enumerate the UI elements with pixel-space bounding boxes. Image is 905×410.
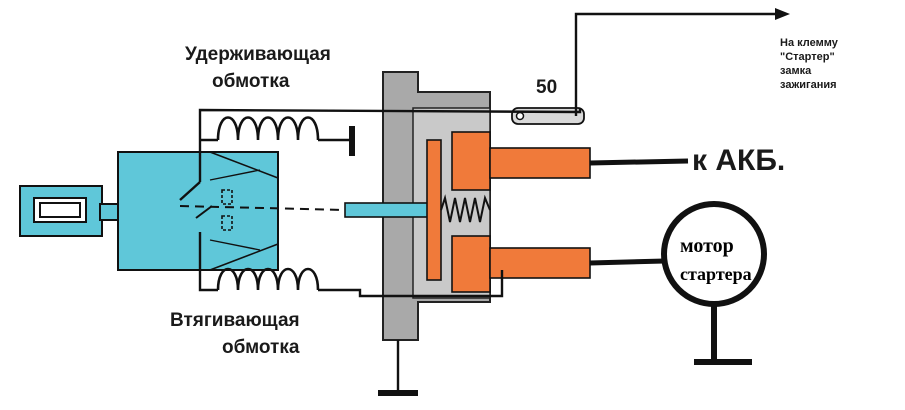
pulling-coil [216,267,320,291]
starter-motor [661,201,767,365]
battery-label: к АКБ. [692,144,785,177]
ignition-note-2: "Стартер" [780,51,835,63]
terminal-50-lug [511,107,585,125]
holding-coil [216,116,320,141]
solenoid-connector [19,185,119,237]
wiring [198,8,790,396]
terminal-50-label: 50 [536,77,557,98]
contact-plate [426,139,442,281]
pulling-winding-label-2: обмотка [222,337,300,358]
plunger-core [117,140,279,280]
motor-label-1: мотор [680,235,734,257]
battery-contact [451,131,591,191]
pulling-winding-label: Втягивающая [170,310,300,331]
ignition-note-1: На клемму [780,37,839,49]
actuation-dashed-line [179,205,346,211]
ignition-note-3: замка [780,65,812,77]
holding-winding-label-2: обмотка [212,71,290,92]
return-spring [440,194,491,223]
ignition-note-4: зажигания [780,79,837,91]
motor-label-2: стартера [680,264,752,284]
motor-contact [451,235,591,293]
holding-winding-label: Удерживающая [185,44,331,65]
push-rod [344,202,431,218]
